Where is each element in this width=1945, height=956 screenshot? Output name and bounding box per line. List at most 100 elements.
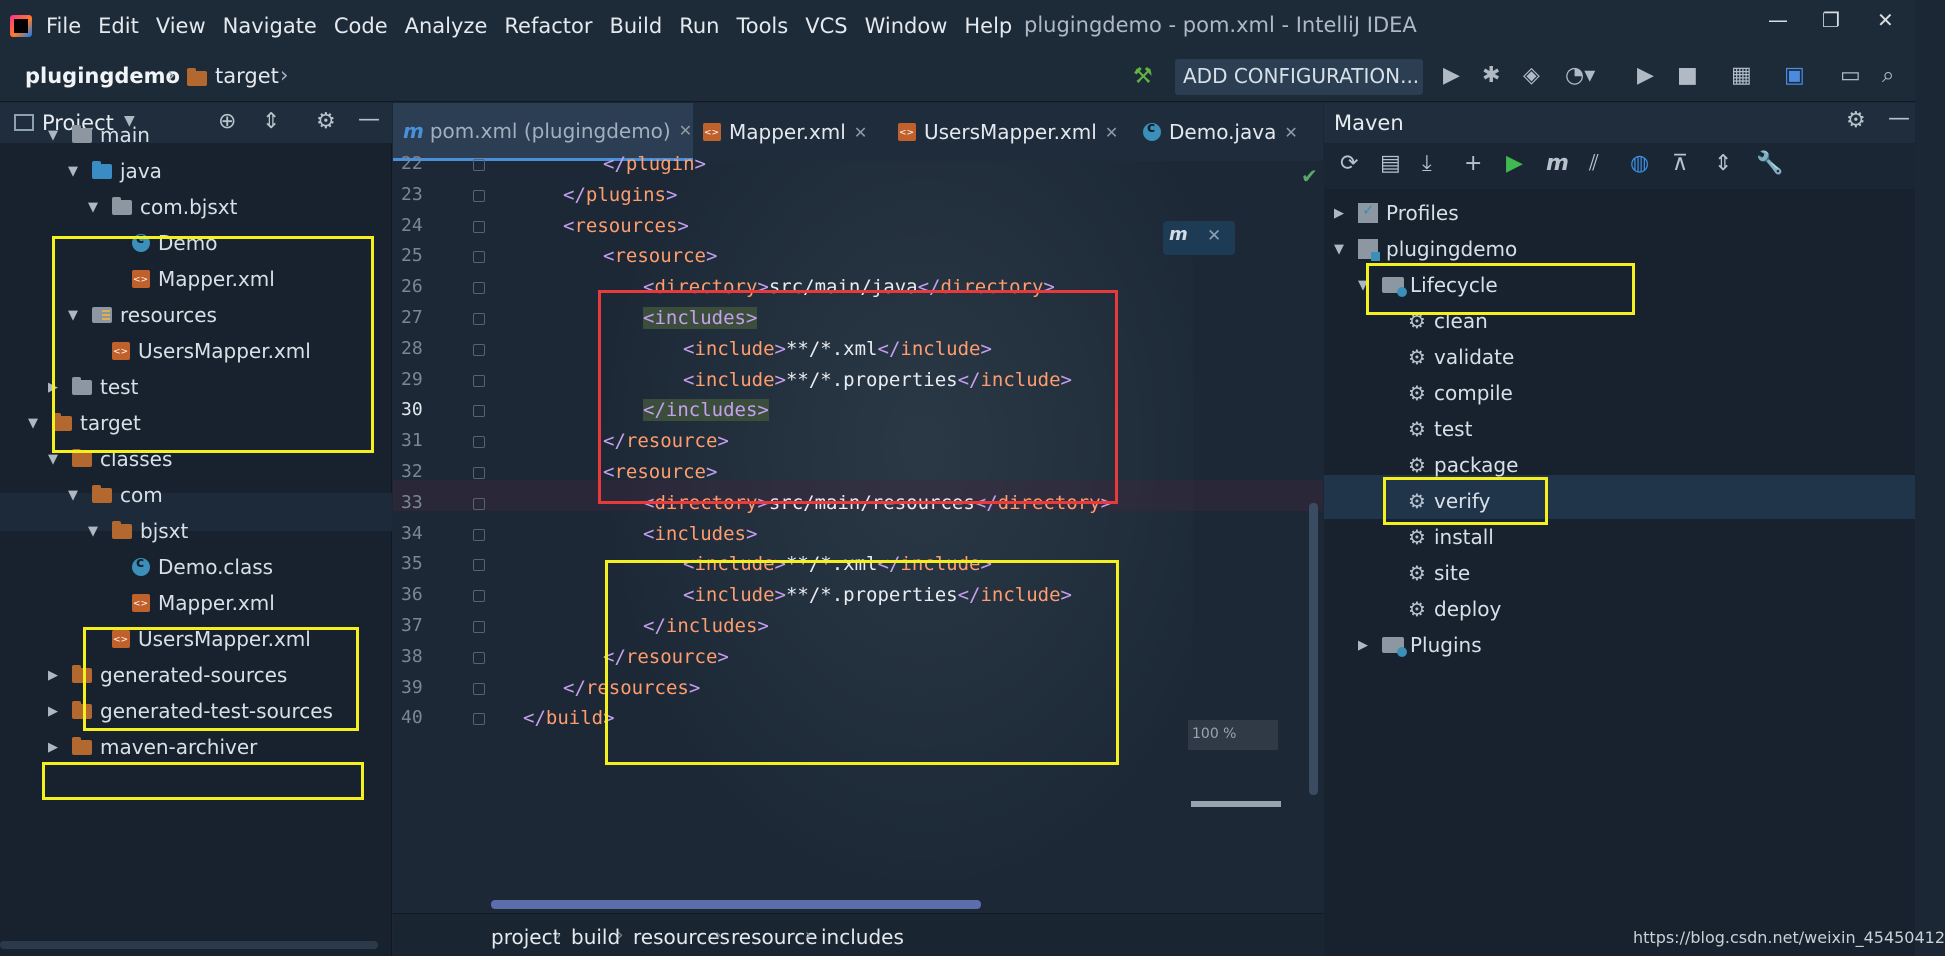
code-line[interactable]: </includes> bbox=[643, 611, 769, 641]
run-icon[interactable]: ▶ bbox=[1443, 63, 1460, 88]
fold-marker-icon[interactable] bbox=[473, 159, 485, 171]
build-hammer-icon[interactable]: ⚒ bbox=[1133, 64, 1153, 89]
code-line[interactable]: <include>**/*.xml</include> bbox=[683, 549, 992, 579]
execute-goal-icon[interactable]: m bbox=[1546, 151, 1569, 176]
collapse-arrow-icon[interactable]: ▶ bbox=[48, 739, 58, 755]
maven-profiles[interactable]: ▶Profiles bbox=[1334, 195, 1459, 231]
code-line[interactable]: <include>**/*.properties</include> bbox=[683, 365, 1072, 395]
code-line[interactable]: </resource> bbox=[603, 642, 729, 672]
expand-arrow-icon[interactable]: ▼ bbox=[88, 523, 98, 539]
lifecycle-test[interactable]: ⚙test bbox=[1408, 411, 1472, 447]
expand-arrow-icon[interactable]: ▼ bbox=[48, 127, 58, 143]
collapse-all-icon[interactable]: ⇕ bbox=[262, 109, 281, 134]
lifecycle-verify[interactable]: ⚙verify bbox=[1408, 483, 1490, 519]
lifecycle-deploy[interactable]: ⚙deploy bbox=[1408, 591, 1501, 627]
code-line[interactable]: <includes> bbox=[643, 303, 758, 333]
skip-tests-icon[interactable]: ◍ bbox=[1630, 151, 1650, 176]
maven-reload-popup[interactable]: m ✕ bbox=[1163, 221, 1235, 255]
collapse-arrow-icon[interactable]: ▶ bbox=[1334, 205, 1344, 221]
fold-marker-icon[interactable] bbox=[473, 436, 485, 449]
fold-marker-icon[interactable] bbox=[473, 405, 485, 418]
menu-file[interactable]: File bbox=[46, 14, 82, 38]
code-line[interactable]: <include>**/*.properties</include> bbox=[683, 580, 1072, 610]
hide-panel-icon[interactable]: — bbox=[358, 107, 380, 132]
lifecycle-install[interactable]: ⚙install bbox=[1408, 519, 1494, 555]
close-icon[interactable]: ✕ bbox=[1877, 8, 1894, 32]
close-tab-icon[interactable]: ✕ bbox=[1284, 122, 1298, 142]
project-hscrollbar[interactable] bbox=[0, 941, 378, 949]
wrench-icon[interactable]: 🔧 bbox=[1756, 151, 1784, 176]
menu-run[interactable]: Run bbox=[679, 14, 720, 38]
gear-icon[interactable]: ⚙ bbox=[1846, 108, 1866, 133]
tree-item[interactable]: ▼com bbox=[68, 477, 163, 513]
code-line[interactable]: </plugins> bbox=[563, 180, 677, 210]
reload-icon[interactable]: ⟳ bbox=[1340, 151, 1359, 176]
code-line[interactable]: <resource> bbox=[603, 457, 717, 487]
locate-icon[interactable]: ⊕ bbox=[218, 109, 237, 134]
close-tab-icon[interactable]: ✕ bbox=[853, 122, 868, 142]
download-icon[interactable]: ⤓ bbox=[1422, 151, 1432, 176]
generate-sources-icon[interactable]: ▤ bbox=[1380, 151, 1401, 176]
fold-marker-icon[interactable] bbox=[473, 220, 485, 233]
minimize-icon[interactable]: — bbox=[1768, 8, 1788, 32]
tree-item[interactable]: Mapper.xml bbox=[132, 261, 275, 297]
tab-usersmapper-xml[interactable]: UsersMapper.xml ✕ bbox=[888, 103, 1133, 161]
translate-icon[interactable]: ▣ bbox=[1784, 63, 1805, 88]
breadcrumb-build[interactable]: build bbox=[571, 925, 621, 949]
tab-pom-xml[interactable]: m pom.xml (plugingdemo) ✕ bbox=[393, 103, 693, 161]
code-line[interactable]: </resource> bbox=[603, 426, 729, 456]
fold-marker-icon[interactable] bbox=[473, 559, 485, 572]
tree-item[interactable]: Mapper.xml bbox=[132, 585, 275, 621]
tab-demo-java[interactable]: Demo.java ✕ bbox=[1133, 103, 1323, 161]
expand-arrow-icon[interactable]: ▼ bbox=[48, 451, 58, 467]
run-icon[interactable]: ▶ bbox=[1506, 151, 1523, 176]
run-grey-icon[interactable]: ▶ bbox=[1637, 63, 1654, 88]
code-line[interactable]: </resources> bbox=[563, 673, 700, 703]
maven-reload-icon[interactable]: m bbox=[1169, 224, 1188, 245]
collapse-arrow-icon[interactable]: ▶ bbox=[48, 703, 58, 719]
restore-icon[interactable]: ❐ bbox=[1822, 8, 1840, 32]
editor-hscrollbar[interactable] bbox=[491, 900, 981, 909]
menu-build[interactable]: Build bbox=[609, 14, 663, 38]
tree-item[interactable]: ▼com.bjsxt bbox=[88, 189, 237, 225]
breadcrumb-project[interactable]: project bbox=[491, 925, 561, 949]
fold-marker-icon[interactable] bbox=[473, 497, 485, 510]
expand-arrow-icon[interactable]: ▼ bbox=[88, 199, 98, 215]
code-line[interactable]: <include>**/*.xml</include> bbox=[683, 334, 992, 364]
tree-item[interactable]: ▼java bbox=[68, 153, 162, 189]
fold-marker-icon[interactable] bbox=[473, 621, 485, 633]
breadcrumb-project[interactable]: plugingdemo bbox=[25, 64, 180, 88]
maven-project[interactable]: ▼plugingdemo bbox=[1334, 231, 1517, 267]
toggle-offline-icon[interactable]: ⫽ bbox=[1589, 151, 1599, 176]
menu-help[interactable]: Help bbox=[964, 14, 1013, 38]
gear-icon[interactable]: ⚙ bbox=[316, 109, 336, 134]
fold-marker-icon[interactable] bbox=[473, 713, 485, 726]
stop-icon[interactable]: ■ bbox=[1677, 63, 1698, 88]
expand-arrow-icon[interactable]: ▼ bbox=[68, 163, 78, 179]
tab-mapper-xml[interactable]: Mapper.xml ✕ bbox=[693, 103, 888, 161]
editor-vscrollbar[interactable] bbox=[1309, 503, 1318, 795]
collapse-arrow-icon[interactable]: ▶ bbox=[48, 667, 58, 683]
fold-marker-icon[interactable] bbox=[473, 682, 485, 695]
maven-lifecycle[interactable]: ▼Lifecycle bbox=[1358, 267, 1498, 303]
expand-arrow-icon[interactable]: ▼ bbox=[1334, 241, 1344, 257]
project-structure-icon[interactable]: ▦ bbox=[1731, 63, 1752, 88]
code-line[interactable]: </plugin> bbox=[603, 149, 706, 179]
code-line[interactable]: </includes> bbox=[643, 395, 769, 425]
menu-view[interactable]: View bbox=[155, 14, 206, 38]
fold-marker-icon[interactable] bbox=[473, 343, 485, 356]
fold-marker-icon[interactable] bbox=[473, 251, 485, 264]
breadcrumb-resource[interactable]: resource bbox=[731, 925, 818, 949]
expand-arrow-icon[interactable]: ▼ bbox=[68, 487, 78, 503]
breadcrumb-target[interactable]: target bbox=[215, 64, 279, 88]
add-configuration-button[interactable]: ADD CONFIGURATION... bbox=[1175, 59, 1423, 95]
menu-code[interactable]: Code bbox=[333, 14, 388, 38]
menu-navigate[interactable]: Navigate bbox=[222, 14, 317, 38]
menu-vcs[interactable]: VCS bbox=[805, 14, 848, 38]
lifecycle-package[interactable]: ⚙package bbox=[1408, 447, 1518, 483]
chevron-down-icon[interactable]: ▼ bbox=[124, 113, 135, 129]
fold-marker-icon[interactable] bbox=[473, 590, 485, 603]
expand-arrow-icon[interactable]: ▼ bbox=[68, 307, 78, 323]
menu-tools[interactable]: Tools bbox=[736, 14, 789, 38]
coverage-icon[interactable]: ◈ bbox=[1523, 63, 1540, 88]
